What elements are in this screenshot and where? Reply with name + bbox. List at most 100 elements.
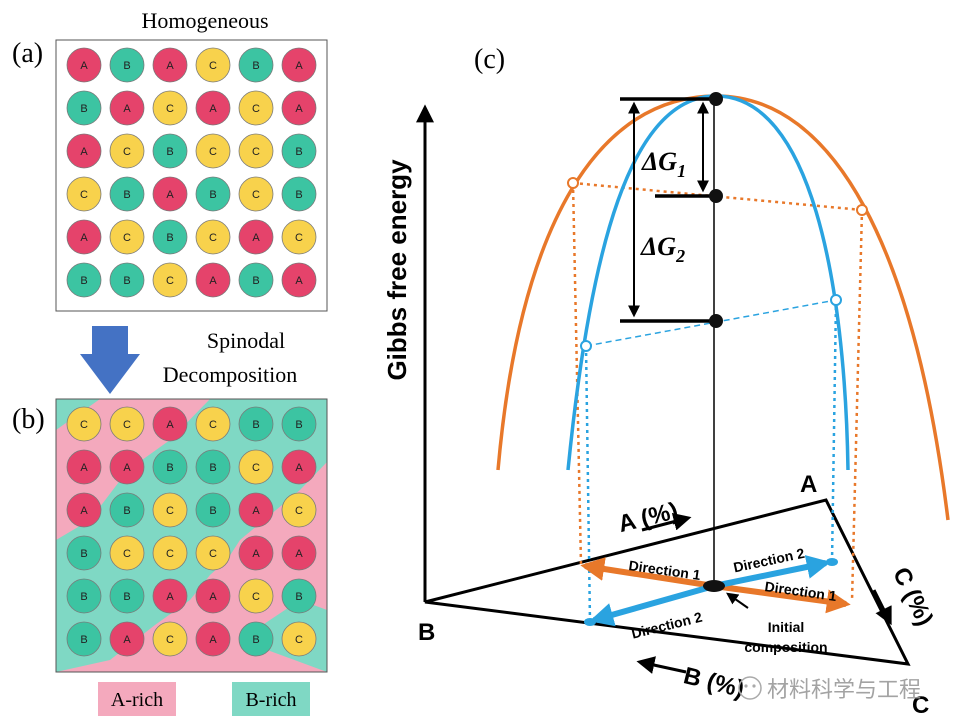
atom-a: [152, 406, 188, 442]
panel-a-title: Homogeneous: [141, 8, 268, 33]
atom-label: C: [295, 634, 303, 646]
atom-a: [195, 262, 231, 298]
atom-label: A: [252, 232, 260, 244]
atom-label: B: [123, 591, 130, 603]
atom-label: A: [80, 146, 88, 158]
panel-a-label: (a): [12, 38, 43, 69]
panel-a-frame: [55, 39, 328, 312]
atom-a: [238, 219, 274, 255]
atom-a: [281, 47, 317, 83]
atom-b: [195, 176, 231, 212]
orange-tangent-point-right: [856, 204, 868, 216]
atom-a: [66, 133, 102, 169]
atom-label: B: [166, 146, 173, 158]
atom-b: [109, 492, 145, 528]
atom-label: B: [252, 60, 259, 72]
atom-label: B: [295, 146, 302, 158]
atom-a: [152, 47, 188, 83]
atom-b: [152, 449, 188, 485]
atom-a: [109, 621, 145, 657]
atom-c: [238, 449, 274, 485]
atom-label: B: [295, 419, 302, 431]
atom-b: [281, 176, 317, 212]
atom-c: [238, 176, 274, 212]
atom-label: A: [166, 60, 174, 72]
atom-label: C: [252, 462, 260, 474]
atom-c: [195, 133, 231, 169]
atom-c: [152, 492, 188, 528]
atom-label: B: [80, 548, 87, 560]
dg2-label: ΔG2: [640, 232, 685, 266]
atom-b: [152, 133, 188, 169]
atom-b: [66, 262, 102, 298]
atom-c: [195, 406, 231, 442]
panel-c-label: (c): [474, 44, 505, 75]
atom-label: C: [123, 419, 131, 431]
axis-a-label: A (%): [616, 497, 681, 538]
atom-b: [281, 578, 317, 614]
atom-label: C: [166, 103, 174, 115]
wechat-icon-eye-left: [744, 684, 748, 688]
atom-a: [109, 449, 145, 485]
atom-label: A: [123, 103, 131, 115]
atom-a: [66, 219, 102, 255]
atom-a: [195, 621, 231, 657]
atom-label: A: [123, 634, 131, 646]
atom-c: [66, 406, 102, 442]
atom-c: [109, 406, 145, 442]
atom-label: B: [209, 462, 216, 474]
y-axis-label: Gibbs free energy: [382, 159, 412, 381]
wechat-icon-eye-right: [752, 684, 756, 688]
initial-composition-point: [703, 580, 725, 592]
atom-b: [109, 47, 145, 83]
axis-c-label: C (%): [887, 563, 938, 630]
atom-label: B: [123, 189, 130, 201]
atom-label: C: [80, 189, 88, 201]
orange-tie-point: [709, 189, 723, 203]
initial-label-line1: Initial: [768, 619, 805, 635]
atom-b: [66, 90, 102, 126]
atom-label: A: [80, 60, 88, 72]
blue-base-point-right: [826, 558, 838, 566]
atom-b: [238, 262, 274, 298]
atom-label: C: [166, 548, 174, 560]
atom-label: B: [209, 189, 216, 201]
atom-b: [152, 219, 188, 255]
atom-c: [238, 578, 274, 614]
atom-a: [152, 176, 188, 212]
atom-a: [109, 90, 145, 126]
atom-b: [281, 133, 317, 169]
a-rich-legend-label: A-rich: [111, 689, 163, 711]
axis-b-label: B (%): [681, 662, 747, 703]
atom-label: C: [166, 275, 174, 287]
atom-label: B: [252, 419, 259, 431]
atom-label: C: [123, 146, 131, 158]
atom-b: [281, 406, 317, 442]
atom-label: C: [252, 591, 260, 603]
orange-tangent-point-left: [567, 177, 579, 189]
dg1-label: ΔG1: [641, 147, 686, 181]
atom-label: C: [209, 419, 217, 431]
atom-label: C: [209, 146, 217, 158]
atom-label: B: [166, 462, 173, 474]
atom-c: [195, 47, 231, 83]
atom-label: A: [209, 591, 217, 603]
atom-c: [281, 219, 317, 255]
atom-a: [152, 578, 188, 614]
atom-label: B: [252, 275, 259, 287]
spinodal-label: Spinodal: [207, 328, 285, 353]
atom-label: B: [209, 505, 216, 517]
watermark-text: 材料科学与工程: [767, 677, 921, 702]
atom-a: [66, 47, 102, 83]
direction1-arrow-left: [580, 557, 715, 589]
vertex-c-label: C: [912, 692, 929, 719]
panel-b-label: (b): [12, 404, 45, 435]
panel-b-frame: [55, 398, 328, 673]
direction2-arrow-right: [713, 555, 831, 589]
initial-label-line2: composition: [744, 639, 827, 655]
atom-c: [152, 262, 188, 298]
b-rich-legend-label: B-rich: [245, 689, 296, 711]
